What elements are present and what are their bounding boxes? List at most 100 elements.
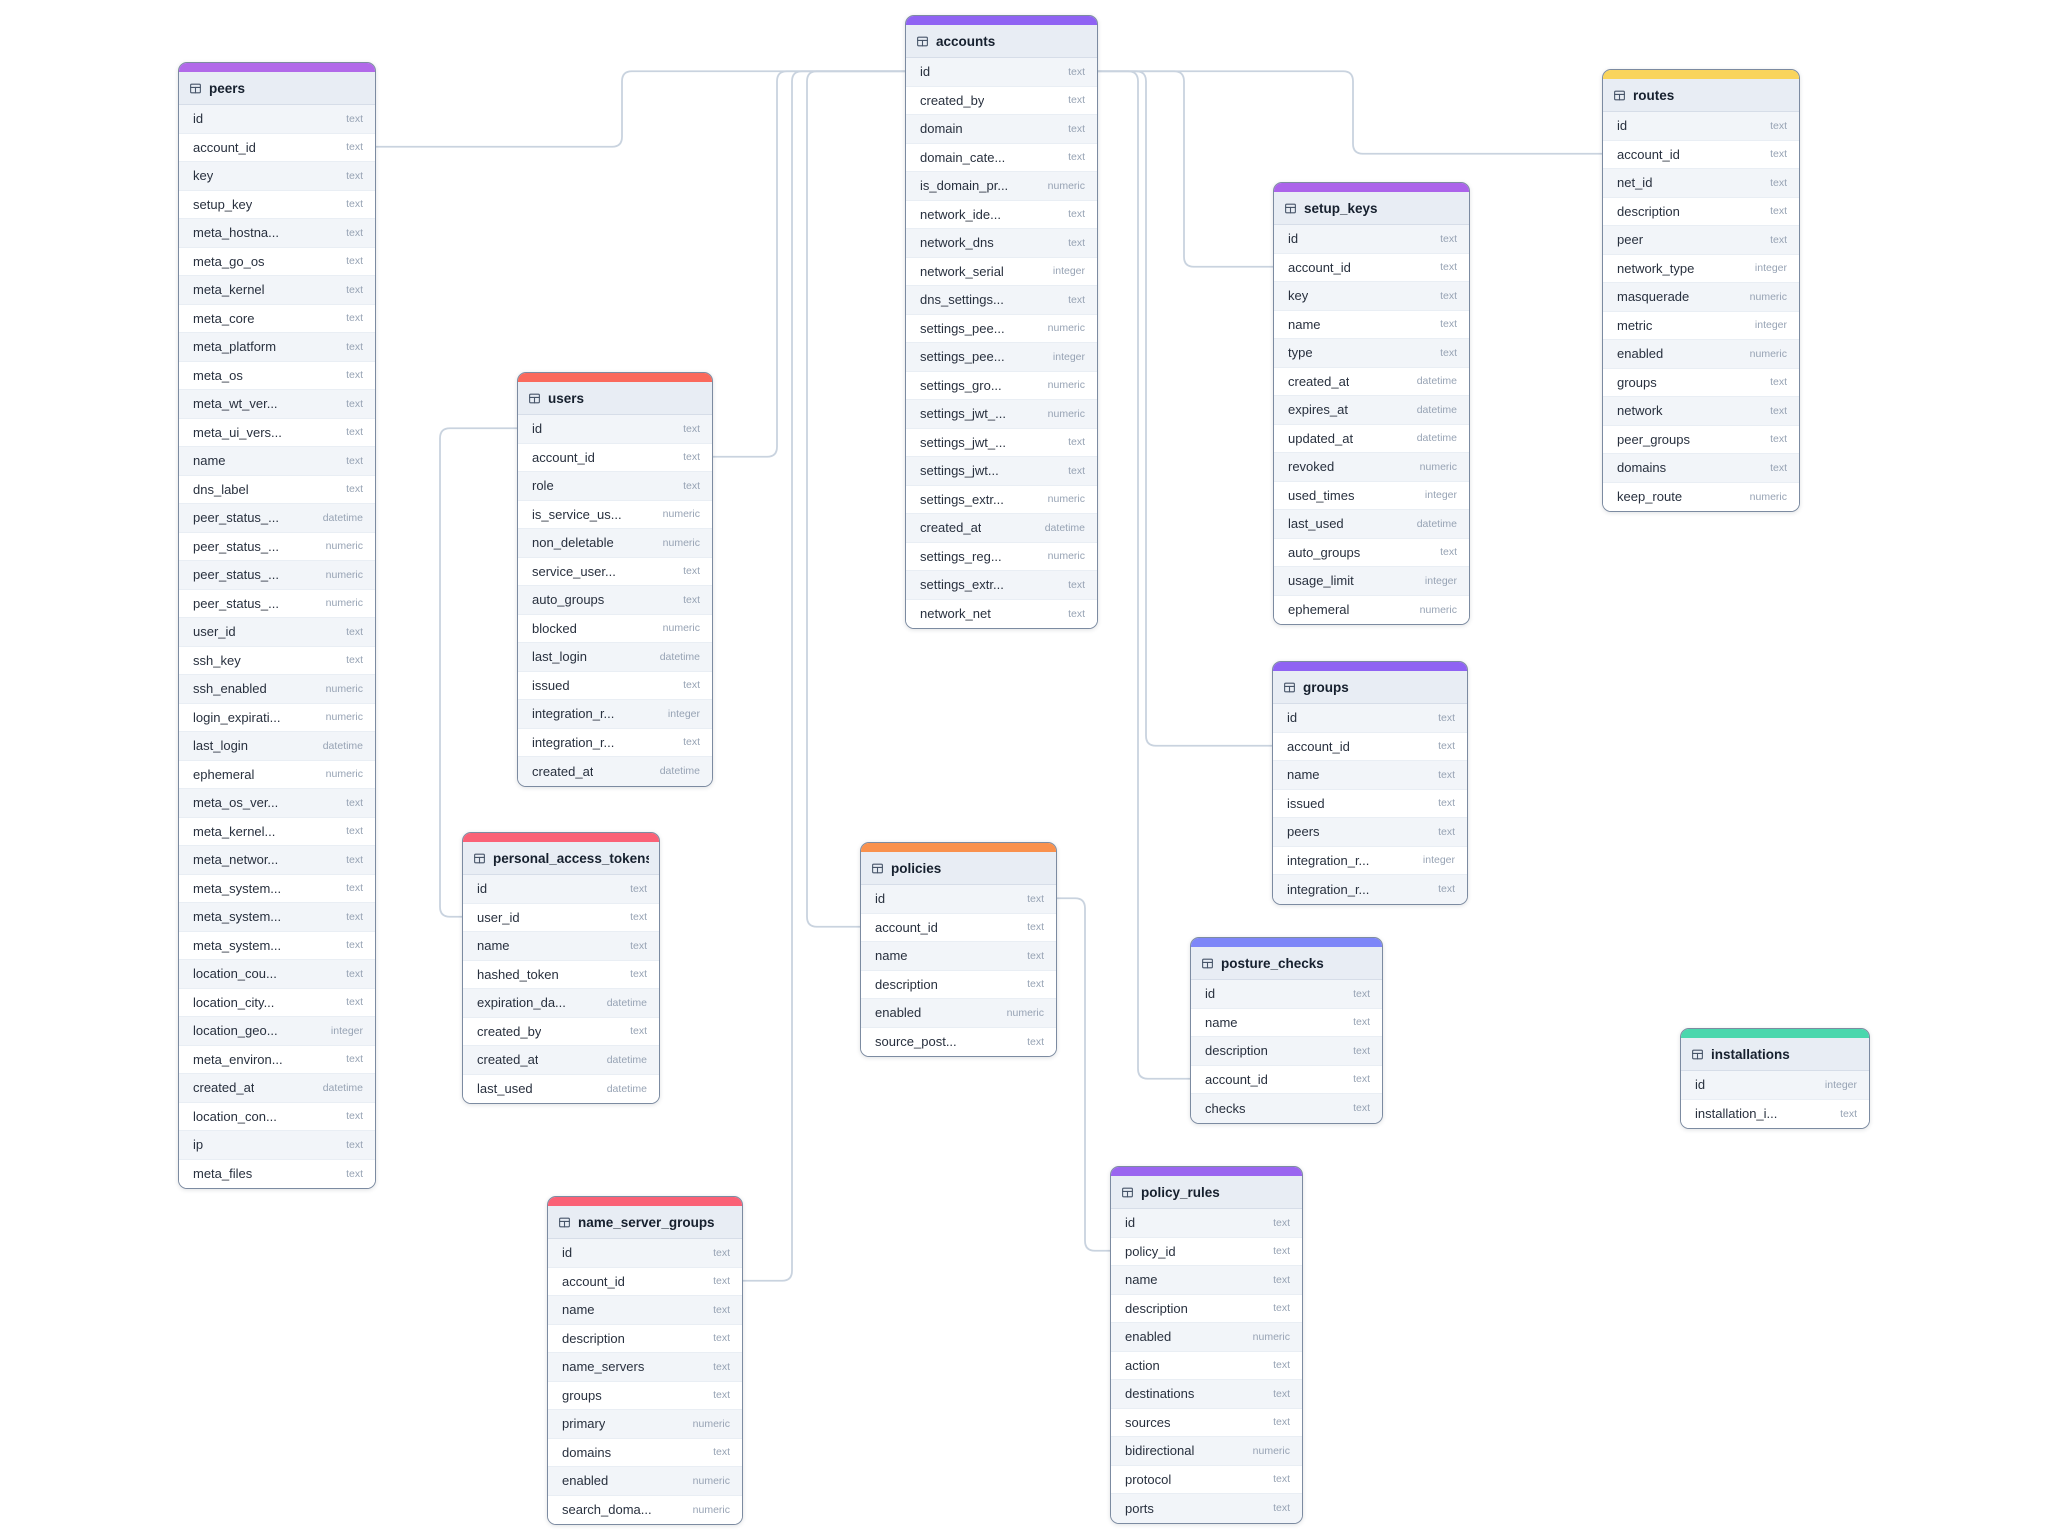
table-header[interactable]: posture_checks xyxy=(1191,947,1382,980)
table-icon xyxy=(1201,957,1214,970)
field-row: settings_reg...numeric xyxy=(906,542,1097,571)
field-name: action xyxy=(1125,1357,1160,1373)
field-row: location_geo...integer xyxy=(179,1017,375,1046)
field-name: peer_status_... xyxy=(193,510,279,526)
field-type: text xyxy=(1068,578,1085,591)
field-row: meta_networ...text xyxy=(179,846,375,875)
field-name: location_city... xyxy=(193,994,275,1010)
table-header[interactable]: routes xyxy=(1603,79,1799,112)
field-type: text xyxy=(346,967,363,980)
field-name: id xyxy=(1125,1215,1136,1231)
field-type: numeric xyxy=(662,508,700,521)
field-type: text xyxy=(1440,289,1457,302)
field-type: text xyxy=(713,1275,730,1288)
field-type: numeric xyxy=(1006,1006,1044,1019)
table-header[interactable]: installations xyxy=(1681,1038,1869,1071)
table-header[interactable]: policy_rules xyxy=(1111,1176,1302,1209)
field-name: meta_networ... xyxy=(193,852,279,868)
table-accent-bar xyxy=(548,1197,742,1206)
field-name: network_ide... xyxy=(920,206,1001,222)
relationship-routes-accounts xyxy=(1097,70,1603,155)
field-name: created_at xyxy=(477,1052,539,1068)
field-type: text xyxy=(1068,208,1085,221)
field-name: last_login xyxy=(193,738,248,754)
table-header[interactable]: accounts xyxy=(906,25,1097,58)
field-type: text xyxy=(346,1053,363,1066)
field-name: network_serial xyxy=(920,263,1004,279)
field-name: ephemeral xyxy=(193,766,255,782)
field-type: numeric xyxy=(662,622,700,635)
field-name: meta_system... xyxy=(193,880,282,896)
table-header[interactable]: groups xyxy=(1273,671,1467,704)
table-header[interactable]: peers xyxy=(179,72,375,105)
field-name: hashed_token xyxy=(477,966,559,982)
field-type: text xyxy=(1068,65,1085,78)
field-type: integer xyxy=(1424,489,1457,502)
field-name: description xyxy=(1205,1043,1268,1059)
table-header[interactable]: policies xyxy=(861,852,1056,885)
field-name: last_used xyxy=(477,1081,533,1097)
field-name: meta_platform xyxy=(193,339,277,355)
field-type: text xyxy=(1068,151,1085,164)
field-name: keep_route xyxy=(1617,489,1683,505)
table-header[interactable]: setup_keys xyxy=(1274,192,1469,225)
field-row: integration_r...text xyxy=(1273,875,1467,904)
field-type: text xyxy=(1068,436,1085,449)
table-header[interactable]: users xyxy=(518,382,712,415)
table-icon xyxy=(558,1216,571,1229)
table-header[interactable]: name_server_groups xyxy=(548,1206,742,1239)
field-name: enabled xyxy=(562,1473,609,1489)
field-type: numeric xyxy=(1749,490,1787,503)
field-type: text xyxy=(683,565,700,578)
table-accent-bar xyxy=(906,16,1097,25)
field-type: text xyxy=(1353,987,1370,1000)
field-name: name xyxy=(1205,1014,1238,1030)
table-accent-bar xyxy=(1111,1167,1302,1176)
field-type: text xyxy=(683,736,700,749)
field-type: text xyxy=(630,911,647,924)
field-row: meta_environ...text xyxy=(179,1045,375,1074)
field-type: text xyxy=(713,1446,730,1459)
table-icon xyxy=(189,82,202,95)
field-type: integer xyxy=(1422,854,1455,867)
field-row: peer_status_...datetime xyxy=(179,504,375,533)
field-name: description xyxy=(1125,1300,1188,1316)
field-type: datetime xyxy=(322,739,363,752)
field-name: user_id xyxy=(193,624,236,640)
table-header[interactable]: personal_access_tokens xyxy=(463,842,659,875)
field-type: text xyxy=(1438,825,1455,838)
field-type: text xyxy=(346,141,363,154)
